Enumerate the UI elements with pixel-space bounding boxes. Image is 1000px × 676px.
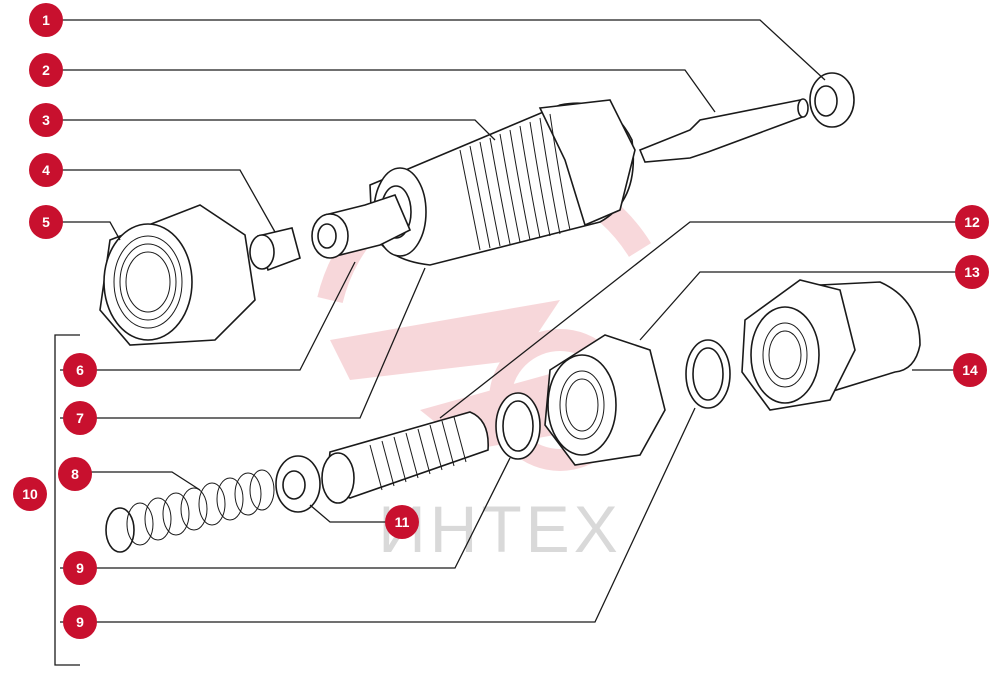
callout-c13: 13 bbox=[955, 255, 989, 289]
part-13-hex-nut bbox=[544, 334, 666, 466]
part-11-washer bbox=[275, 455, 321, 513]
part-9-o-ring-b bbox=[685, 339, 731, 409]
callout-c9b: 9 bbox=[63, 605, 97, 639]
part-1-seal-ring bbox=[809, 72, 855, 128]
callout-c5: 5 bbox=[29, 205, 63, 239]
callout-badge-circle bbox=[385, 505, 419, 539]
callout-number: 11 bbox=[395, 514, 410, 530]
callout-number: 7 bbox=[76, 410, 84, 426]
callout-number: 2 bbox=[42, 62, 50, 78]
part-3-threaded-body bbox=[369, 99, 636, 266]
callout-badge-circle bbox=[955, 255, 989, 289]
callout-badge-circle bbox=[63, 353, 97, 387]
part-2-valve-stem bbox=[638, 98, 809, 163]
callout-badge-circle bbox=[29, 103, 63, 137]
callout-badge-circle bbox=[29, 205, 63, 239]
part-4-insert bbox=[249, 227, 301, 272]
callout-c14: 14 bbox=[953, 353, 987, 387]
part-6-nozzle bbox=[311, 194, 412, 259]
callout-badge-circle bbox=[29, 153, 63, 187]
part-14-cap-nut bbox=[741, 279, 921, 411]
part-9-o-ring-a bbox=[495, 392, 541, 460]
callout-number: 4 bbox=[42, 162, 50, 178]
callout-badge-circle bbox=[955, 205, 989, 239]
callout-number: 6 bbox=[76, 362, 84, 378]
callout-badge-circle bbox=[13, 477, 47, 511]
callout-c11: 11 bbox=[385, 505, 419, 539]
callout-number: 3 bbox=[42, 112, 50, 128]
leader-lines bbox=[54, 19, 960, 666]
callout-c12: 12 bbox=[955, 205, 989, 239]
part-8-spring bbox=[105, 469, 275, 553]
callout-number: 9 bbox=[76, 614, 84, 630]
callout-number: 8 bbox=[71, 466, 79, 482]
part-5-union-nut bbox=[99, 204, 256, 346]
callout-c10: 10 bbox=[13, 477, 47, 511]
callout-badge-circle bbox=[953, 353, 987, 387]
callout-badge-circle bbox=[63, 401, 97, 435]
callout-badge-circle bbox=[63, 605, 97, 639]
callout-number: 5 bbox=[42, 214, 50, 230]
callout-c8: 8 bbox=[58, 457, 92, 491]
callout-c2: 2 bbox=[29, 53, 63, 87]
callout-number: 9 bbox=[76, 560, 84, 576]
callout-c7: 7 bbox=[63, 401, 97, 435]
watermark-text: ИНТЕХ bbox=[378, 492, 621, 566]
callout-c1: 1 bbox=[29, 3, 63, 37]
part-12-threaded-pin bbox=[321, 411, 489, 504]
callout-badge-circle bbox=[58, 457, 92, 491]
callout-c3: 3 bbox=[29, 103, 63, 137]
callout-number: 12 bbox=[964, 214, 980, 230]
callout-badge-circle bbox=[63, 551, 97, 585]
callout-badge-circle bbox=[29, 53, 63, 87]
callout-badge-circle bbox=[29, 3, 63, 37]
callout-number: 14 bbox=[962, 362, 978, 378]
callout-number: 1 bbox=[42, 12, 50, 28]
callout-c6: 6 bbox=[63, 353, 97, 387]
callout-number: 10 bbox=[22, 486, 38, 502]
callout-c9a: 9 bbox=[63, 551, 97, 585]
callout-c4: 4 bbox=[29, 153, 63, 187]
callout-number: 13 bbox=[964, 264, 980, 280]
